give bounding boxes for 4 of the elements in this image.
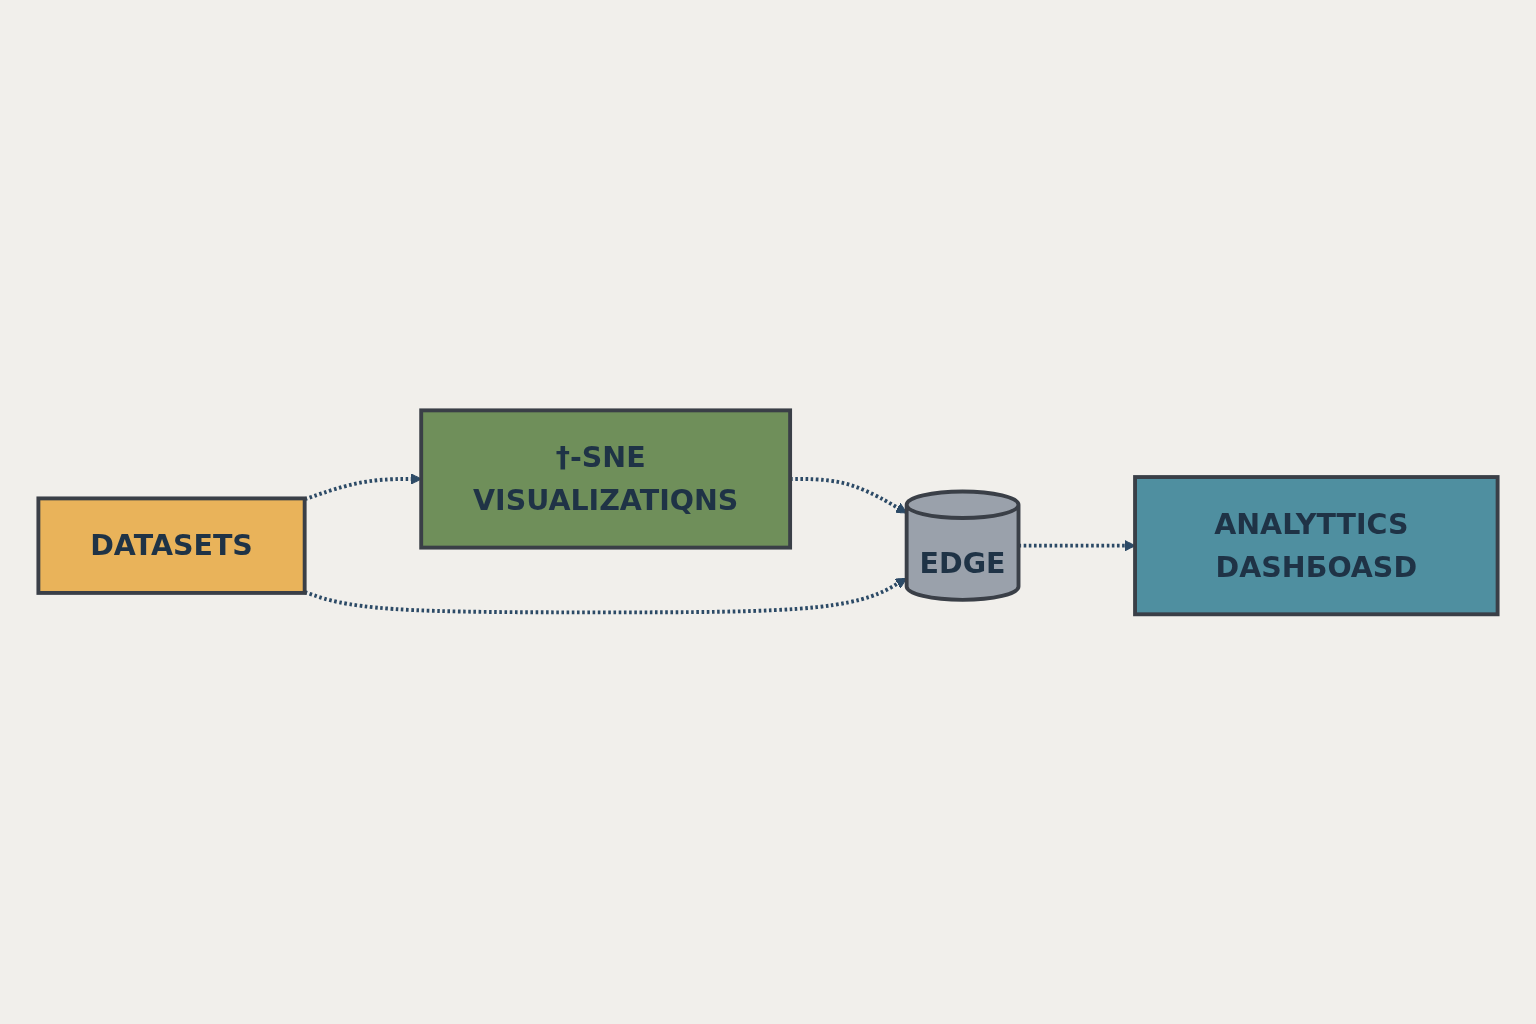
node-box: ANALYTTICS DASHБOASD — [1133, 474, 1500, 616]
node-box: †-SNE VISUALIZATIQNS — [419, 408, 793, 550]
node-box: DATASETS — [36, 496, 307, 595]
arrow — [304, 577, 908, 614]
